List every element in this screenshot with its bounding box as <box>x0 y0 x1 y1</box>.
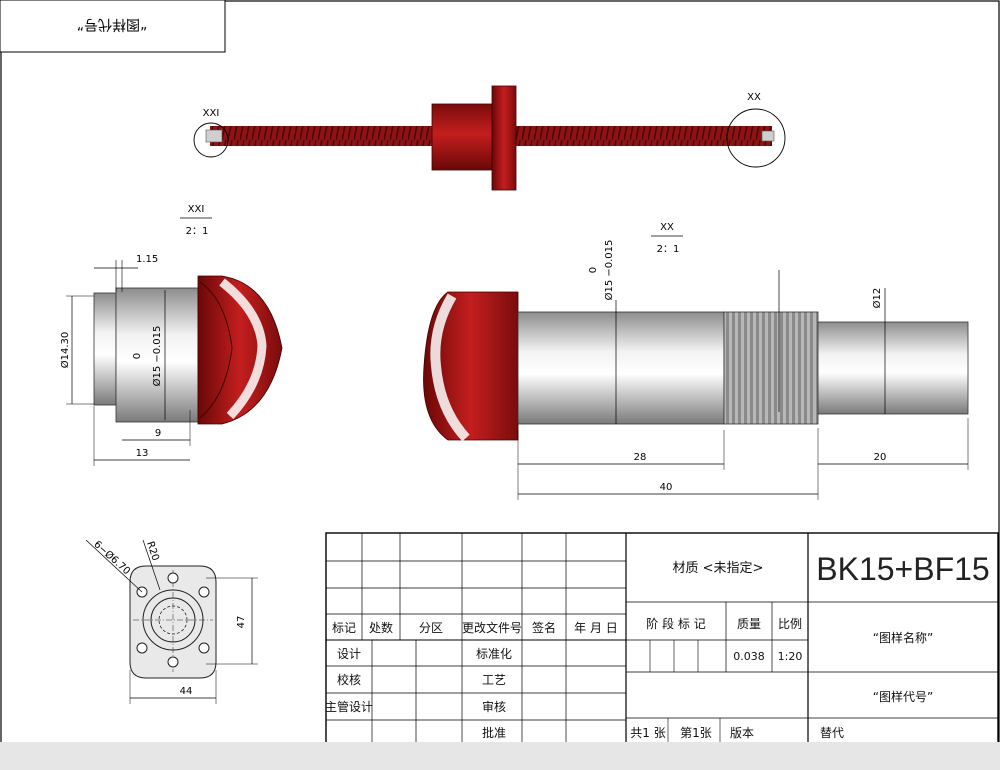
material-label: 材质 <未指定> <box>673 561 764 576</box>
detail-right-len-2: 40 <box>660 482 673 493</box>
drawing-code: “图样代号” <box>873 689 933 704</box>
detail-view-right: XX 2：1 0 Ø15 −0.015 Ø12 28 40 20 <box>423 222 969 500</box>
detail-left-dim-4: 9 <box>155 428 161 439</box>
col-header: 分区 <box>419 621 443 635</box>
role-approve: 批准 <box>482 725 506 740</box>
role-review: 审核 <box>482 699 506 714</box>
bolt-hole <box>136 642 148 654</box>
detail-left-dim-3-upper: 0 <box>132 353 143 359</box>
role-check: 校核 <box>337 672 361 687</box>
nut-flange <box>491 85 517 191</box>
role-standard: 标准化 <box>476 647 512 661</box>
nut-body <box>431 103 495 171</box>
mass-value: 0.038 <box>733 650 765 663</box>
scale-value: 1:20 <box>778 650 803 663</box>
detail-left-dim-5: 13 <box>136 448 149 459</box>
screw-thread-left <box>197 275 283 425</box>
title-block-text: 材质 <未指定> BK15+BF15 “图样名称” “图样代号” 标记 处数 分… <box>325 551 990 740</box>
col-header: 处数 <box>369 620 393 635</box>
detail-right-len-3: 20 <box>874 452 887 463</box>
flange-holes-dim: 6−Ø6.70 <box>91 538 132 577</box>
corner-code-label: “图样代号” <box>77 16 148 32</box>
flange-view: 6−Ø6.70 R20 47 44 <box>85 538 258 704</box>
flange-height-dim: 47 <box>236 616 247 629</box>
detail-view-left: XXI 2：1 1.15 Ø14.30 0 Ø15 −0.015 9 13 <box>59 204 283 466</box>
drawing-name: “图样名称” <box>873 630 933 645</box>
sheets-total: 共1 张 <box>630 726 665 740</box>
bolt-hole <box>198 642 210 654</box>
part-number: BK15+BF15 <box>816 551 989 587</box>
role-design: 设计 <box>337 647 361 661</box>
thread-section <box>723 311 819 425</box>
detail-left-dim-1: 1.15 <box>136 254 158 265</box>
bolt-hole <box>167 656 179 668</box>
detail-right-dim-1: Ø15 −0.015 <box>603 240 615 301</box>
detail-right-title: XX <box>660 222 674 233</box>
detail-right-len-1: 28 <box>634 452 647 463</box>
scale-label: 比例 <box>778 617 802 631</box>
col-header: 签名 <box>532 620 556 635</box>
version-label: 版本 <box>730 726 754 740</box>
detail-left-dim-3: Ø15 −0.015 <box>151 326 163 387</box>
col-header: 年 月 日 <box>574 621 618 635</box>
detail-left-title: XXI <box>188 204 205 215</box>
sheet-number: 第1张 <box>680 726 712 740</box>
detail-left-scale: 2：1 <box>186 226 209 237</box>
stage-mark-label: 阶 段 标 记 <box>646 616 705 631</box>
flange-width-dim: 44 <box>180 686 193 697</box>
replace-label: 替代 <box>820 726 844 740</box>
detail-left-dim-2: Ø14.30 <box>59 332 71 369</box>
overview-left-label: XXI <box>203 108 220 119</box>
corner-code-box <box>0 0 226 53</box>
bolt-hole <box>198 586 210 598</box>
mass-label: 质量 <box>737 617 761 631</box>
detail-right-dim-2: Ø12 <box>871 288 883 309</box>
role-chief: 主管设计 <box>325 699 373 714</box>
title-block <box>325 532 999 746</box>
ballscrew-overview: XXI XX <box>193 85 786 191</box>
bolt-hole <box>167 572 179 584</box>
detail-circle-right <box>726 108 786 168</box>
col-header: 更改文件号 <box>462 620 522 635</box>
role-process: 工艺 <box>482 673 506 687</box>
viewer-bottom-bar <box>0 742 1000 770</box>
detail-circle-left <box>193 122 229 158</box>
detail-right-dim-1-upper: 0 <box>588 267 599 273</box>
overview-right-label: XX <box>747 92 761 103</box>
detail-right-scale: 2：1 <box>657 244 680 255</box>
col-header: 标记 <box>332 621 356 635</box>
